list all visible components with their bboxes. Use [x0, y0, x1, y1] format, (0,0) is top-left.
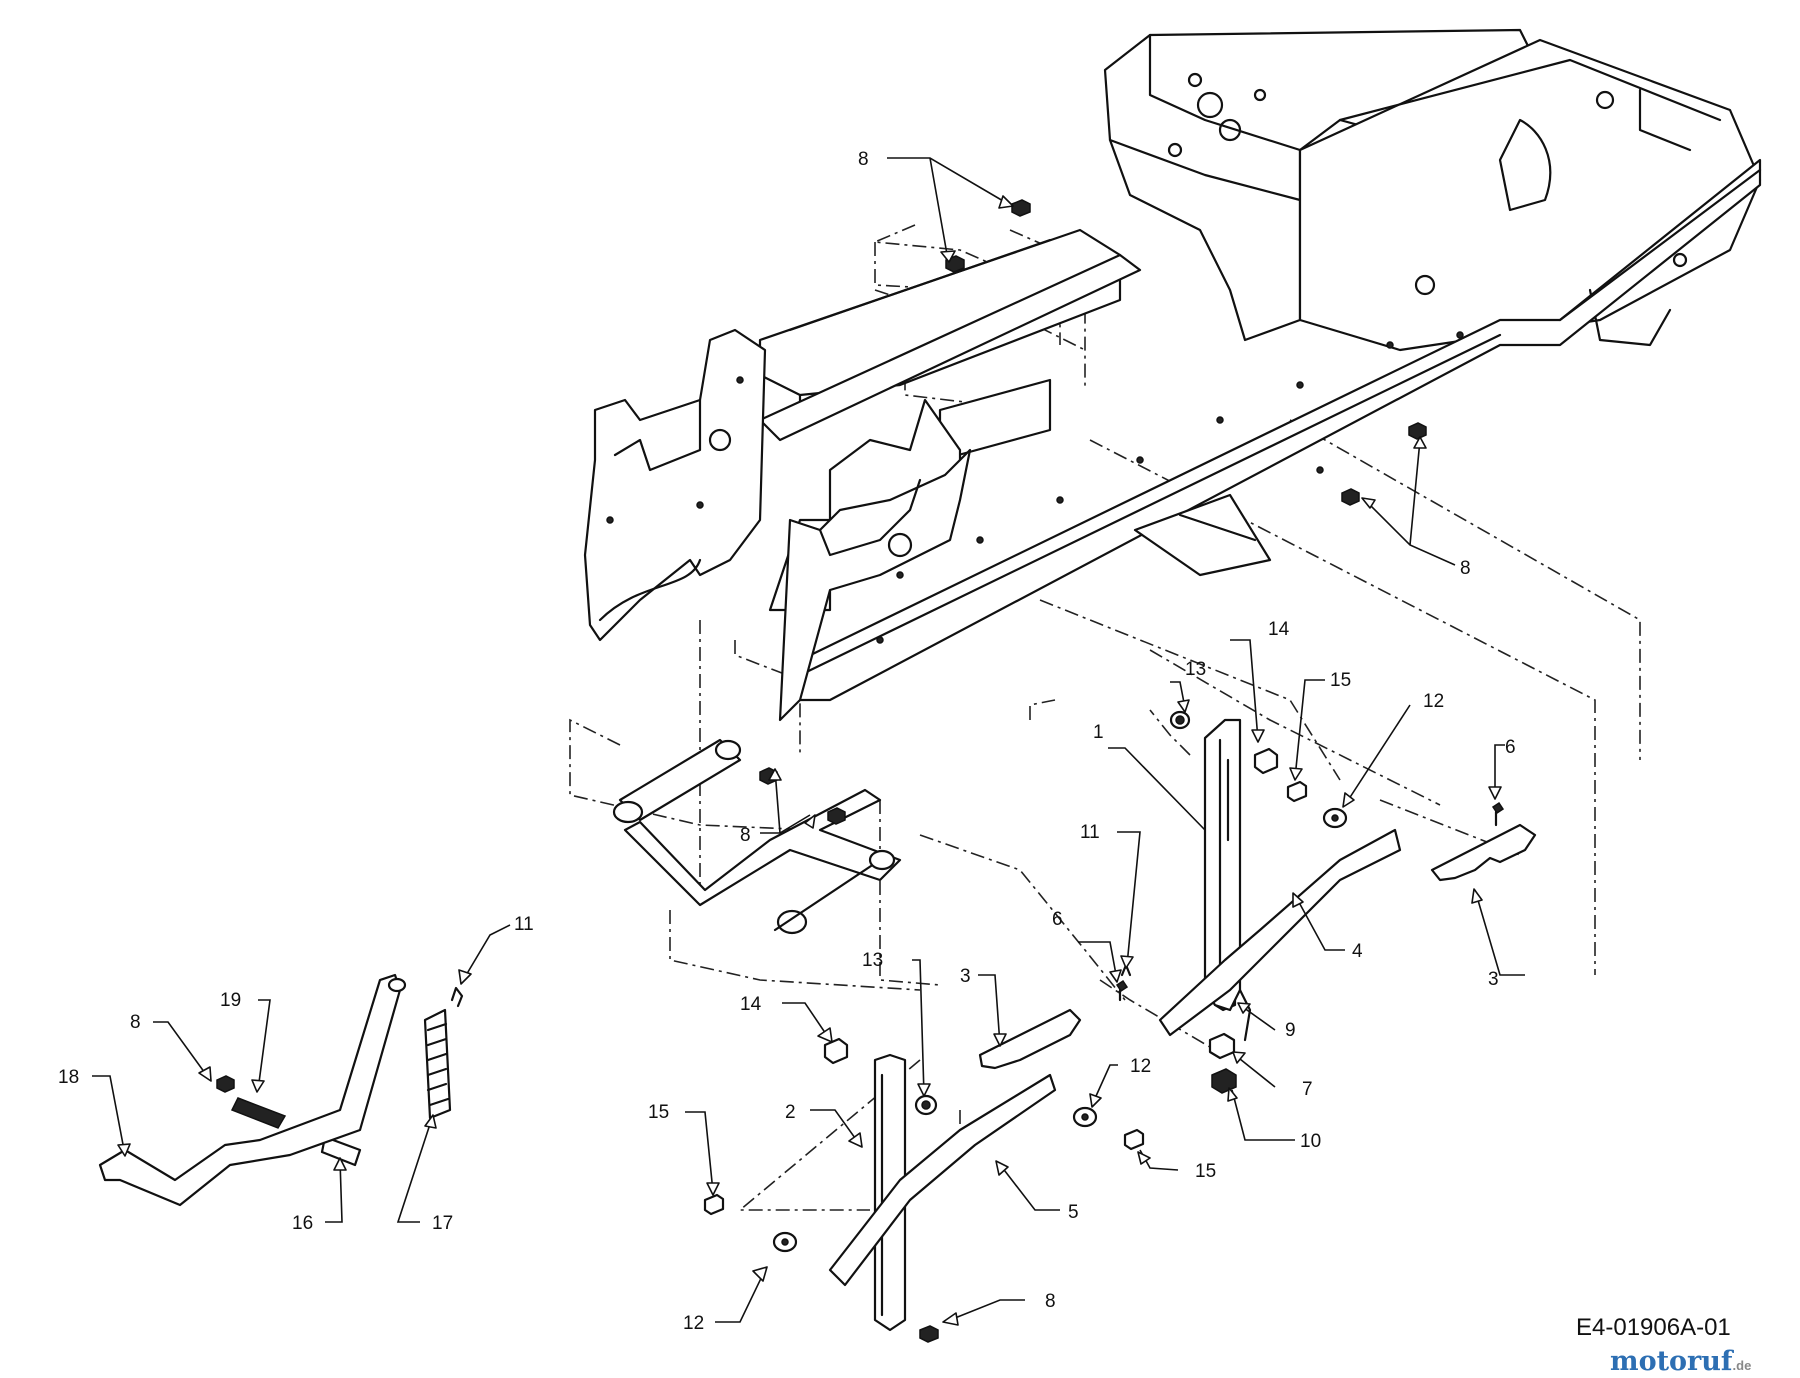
nut-icon [216, 1075, 235, 1093]
callout-13: 13 [1185, 659, 1206, 680]
callout-10: 10 [1300, 1131, 1321, 1152]
nut-icon [919, 1325, 939, 1343]
rocker-shaft-assembly [612, 738, 902, 935]
callout-18: 18 [58, 1067, 79, 1088]
callout-3: 3 [1488, 969, 1499, 990]
callout-17: 17 [432, 1213, 453, 1234]
side-plate-inner [778, 448, 972, 722]
callout-11: 11 [1080, 822, 1100, 843]
callout-8: 8 [858, 149, 869, 170]
callout-12: 12 [1130, 1056, 1151, 1077]
callout-15: 15 [1330, 670, 1351, 691]
callout-8: 8 [130, 1012, 141, 1033]
callout-13: 13 [862, 950, 883, 971]
callout-2: 2 [785, 1102, 796, 1123]
lift-lever-left [828, 1053, 1057, 1332]
nut-icon [827, 807, 846, 825]
callout-6: 6 [1052, 909, 1063, 930]
callout-3: 3 [960, 966, 971, 987]
side-plate-left [583, 328, 767, 642]
frame-holes [876, 331, 1464, 644]
callout-leaders [92, 157, 1525, 1326]
nut-icon [1341, 488, 1360, 506]
callout-1: 1 [1093, 722, 1104, 743]
watermark-logo: motoruf.de [1610, 1346, 1751, 1377]
callout-16: 16 [292, 1213, 313, 1234]
callout-8: 8 [1460, 558, 1471, 579]
lift-lever-right [1158, 718, 1402, 1042]
callout-19: 19 [220, 990, 241, 1011]
callout-7: 7 [1302, 1079, 1313, 1100]
hardware [216, 199, 1537, 1343]
diagram-reference-code: E4-01906A-01 [1576, 1314, 1731, 1341]
svg-text:motoruf.de: motoruf.de [1610, 1346, 1751, 1377]
callout-labels: 8 8 8 8 8 14 14 13 13 15 15 15 12 12 12 … [58, 149, 1516, 1334]
callout-12: 12 [683, 1313, 704, 1334]
callout-6: 6 [1505, 737, 1516, 758]
nut-icon [1408, 422, 1427, 440]
callout-14: 14 [1268, 619, 1290, 640]
callout-4: 4 [1352, 941, 1363, 962]
callout-15: 15 [1195, 1161, 1216, 1182]
callout-8: 8 [1045, 1291, 1056, 1312]
nut-icon [1011, 199, 1031, 217]
callout-9: 9 [1285, 1020, 1296, 1041]
watermark-text: motoruf [1610, 1346, 1735, 1377]
callout-8: 8 [740, 825, 751, 846]
callout-12: 12 [1423, 691, 1444, 712]
callout-15: 15 [648, 1102, 669, 1123]
lift-handle [98, 973, 407, 1207]
watermark-suffix: .de [1733, 1358, 1752, 1373]
callout-11: 11 [514, 914, 534, 935]
tractor-frame [758, 28, 1762, 702]
callout-14: 14 [740, 994, 762, 1015]
callout-5: 5 [1068, 1202, 1079, 1223]
